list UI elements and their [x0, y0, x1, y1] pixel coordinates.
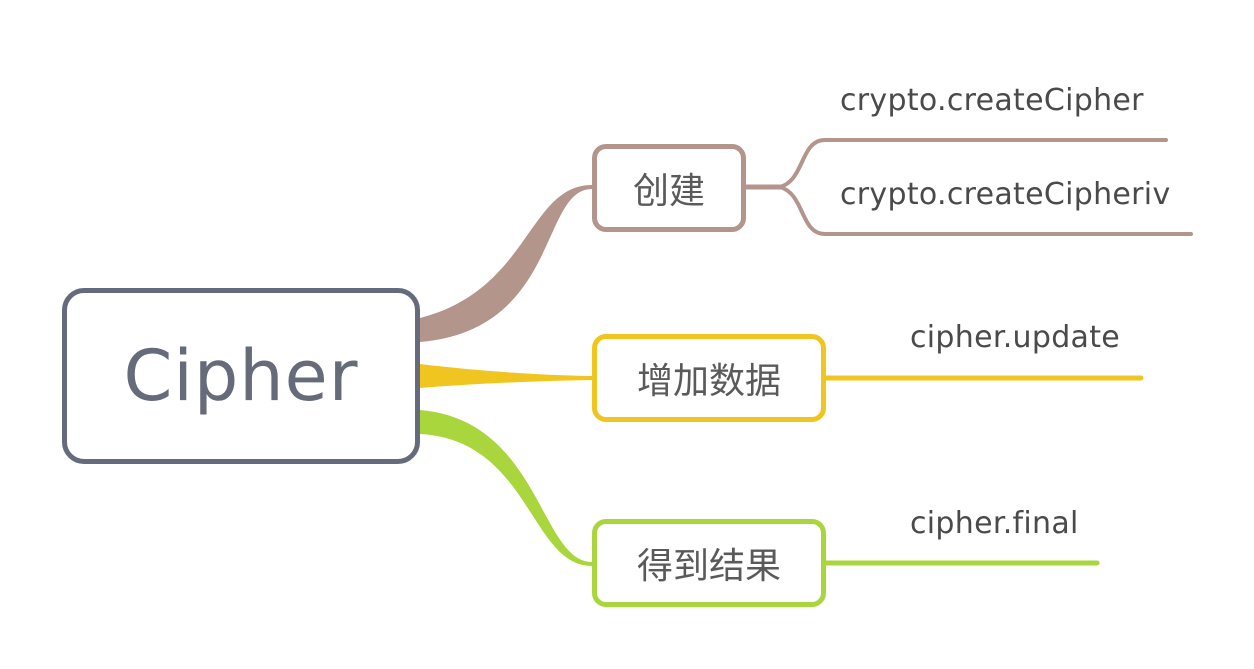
branch-node-update[interactable]: 增加数据: [592, 334, 826, 422]
connector-create-cipheriv: [778, 185, 1193, 236]
leaf-node-create-cipheriv[interactable]: crypto.createCipheriv: [840, 177, 1171, 212]
branch-node-label: 增加数据: [636, 361, 781, 402]
branch-node-label: 创建: [632, 171, 705, 212]
leaf-node-cipher-final[interactable]: cipher.final: [910, 506, 1079, 541]
connector-root-final: [420, 410, 592, 566]
root-node-cipher[interactable]: Cipher: [62, 288, 420, 464]
root-node-label: Cipher: [123, 335, 359, 417]
branch-node-label: 得到结果: [636, 546, 781, 587]
branch-node-create[interactable]: 创建: [592, 144, 746, 232]
branch-node-final[interactable]: 得到结果: [592, 519, 826, 607]
connector-root-create: [420, 185, 592, 342]
leaf-node-create-cipher[interactable]: crypto.createCipher: [840, 83, 1144, 118]
connector-root-update: [420, 364, 592, 388]
connector-create-cipher: [778, 138, 1168, 189]
leaf-node-cipher-update[interactable]: cipher.update: [910, 320, 1121, 355]
